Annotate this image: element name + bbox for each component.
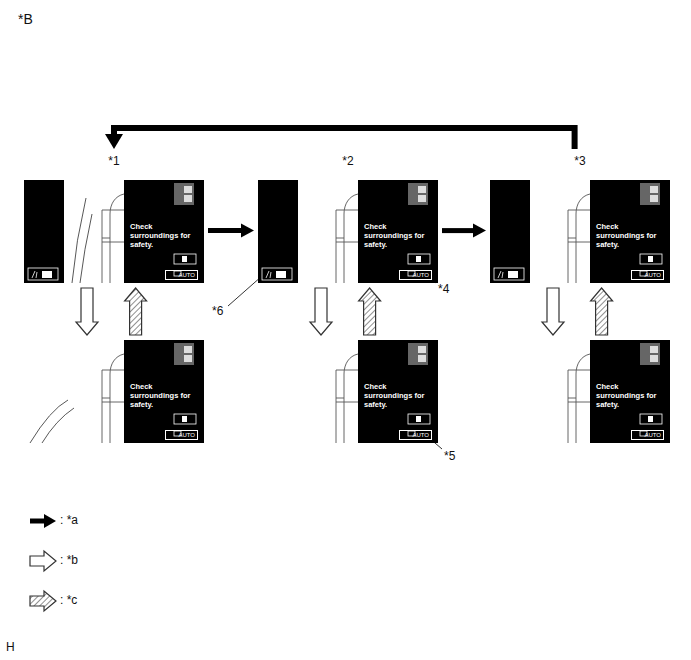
warning-message: Check surroundings for safety. — [130, 222, 202, 249]
display-screen: Check surroundings for safety. AUTO — [490, 340, 670, 443]
auto-button: AUTO — [165, 270, 198, 280]
figure-label: *B — [18, 11, 33, 27]
warning-message: Check surroundings for safety. — [364, 382, 436, 409]
callout-number: *3 — [490, 154, 670, 168]
legend-hatched-arrow — [30, 591, 56, 611]
warning-message: Check surroundings for safety. — [596, 222, 668, 249]
transition-arrow — [310, 288, 332, 335]
auto-button: AUTO — [399, 270, 432, 280]
screen-node: *3Check surroundings for safety. AUTO — [490, 152, 670, 283]
transition-arrow — [125, 288, 147, 335]
callout-number: *4 — [438, 282, 449, 296]
display-screen: Check surroundings for safety. AUTO — [258, 340, 438, 443]
transition-arrow — [76, 288, 98, 335]
callout-number: *1 — [24, 154, 204, 168]
display-screen: Check surroundings for safety. AUTO — [258, 180, 438, 283]
warning-message: Check surroundings for safety. — [130, 382, 202, 409]
callout-number: *5 — [444, 449, 455, 463]
warning-message: Check surroundings for safety. — [364, 222, 436, 249]
transition-arrow — [208, 224, 254, 238]
transition-arrow — [105, 128, 575, 149]
auto-button: AUTO — [399, 430, 432, 440]
display-screen: Check surroundings for safety. AUTO — [490, 180, 670, 283]
transition-arrow — [359, 288, 381, 335]
screen-node: Check surroundings for safety. AUTO — [24, 340, 204, 443]
transition-arrow — [542, 288, 564, 335]
display-screen: Check surroundings for safety. AUTO — [24, 180, 204, 283]
callout-number: *6 — [212, 304, 223, 318]
auto-button: AUTO — [631, 430, 664, 440]
leader-line — [228, 276, 262, 306]
warning-message: Check surroundings for safety. — [596, 382, 668, 409]
auto-button: AUTO — [165, 430, 198, 440]
screen-node: *2Check surroundings for safety. AUTO — [258, 152, 438, 283]
legend-text: : *c — [60, 593, 77, 607]
auto-button: AUTO — [631, 270, 664, 280]
callout-number: *2 — [258, 154, 438, 168]
legend-solid-arrow — [30, 514, 56, 528]
display-screen: Check surroundings for safety. AUTO — [24, 340, 204, 443]
screen-node: Check surroundings for safety. AUTO — [490, 340, 670, 443]
legend-text: : *b — [60, 553, 78, 567]
transition-arrow — [442, 224, 486, 238]
transition-arrow — [591, 288, 613, 335]
screen-node: *1Check surroundings for safety. AUTO — [24, 152, 204, 283]
screen-node: Check surroundings for safety. AUTO — [258, 340, 438, 443]
legend-hollow-arrow — [30, 551, 56, 571]
corner-mark: H — [6, 640, 15, 654]
legend-text: : *a — [60, 513, 78, 527]
